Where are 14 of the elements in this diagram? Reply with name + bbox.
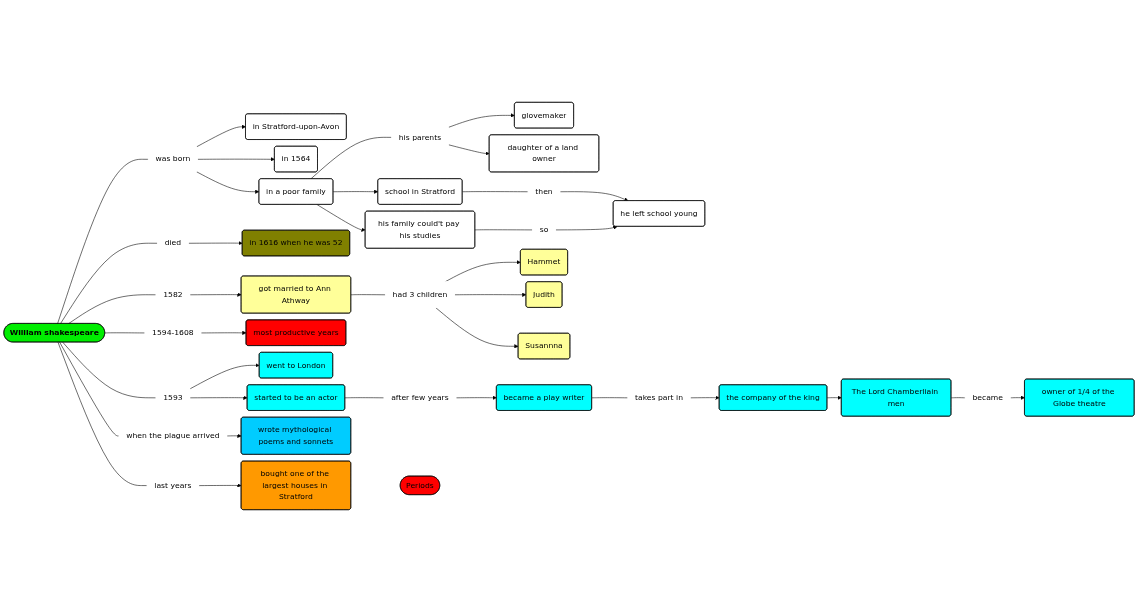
connector: [950, 397, 966, 399]
connector: [474, 229, 534, 231]
connector: [62, 341, 157, 399]
connector: [59, 341, 120, 437]
connector: [350, 294, 386, 296]
connector: [462, 191, 529, 193]
connector: [57, 341, 148, 486]
connector: [68, 294, 157, 324]
connector: [57, 159, 149, 324]
connector: [60, 242, 158, 324]
connector: [344, 397, 385, 399]
connector: [591, 397, 629, 399]
connector: [104, 332, 146, 334]
connector: [310, 137, 393, 180]
